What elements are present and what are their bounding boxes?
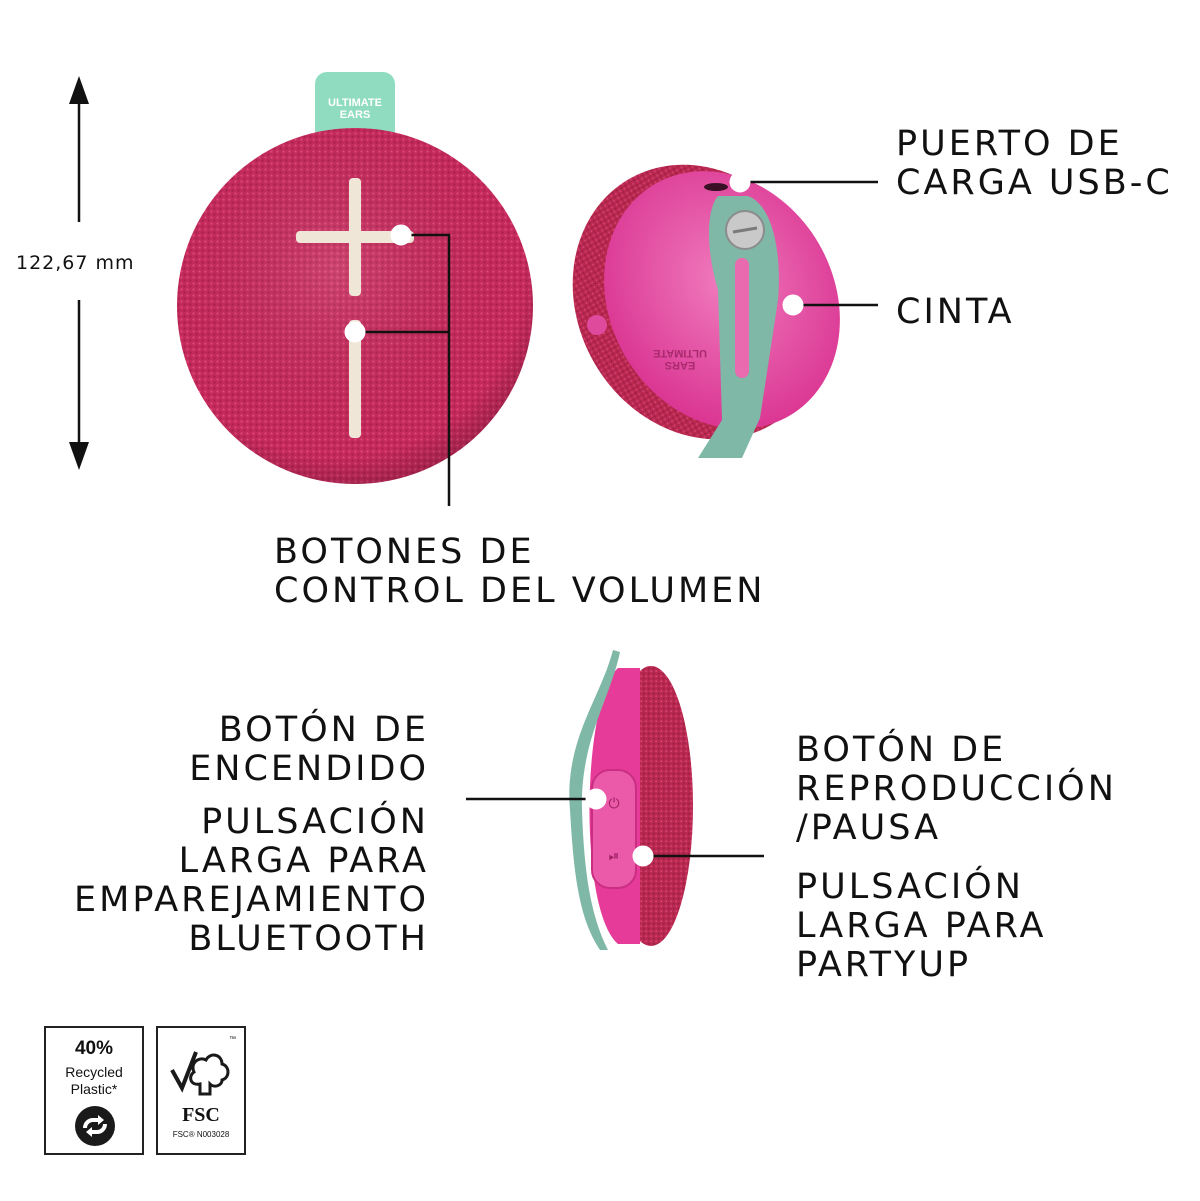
power-long-press-label: PULSACIÓN LARGA PARA EMPAREJAMIENTO BLUE… bbox=[74, 802, 429, 959]
svg-text:⏯: ⏯ bbox=[609, 849, 619, 864]
power-button-label: BOTÓN DE ENCENDIDO bbox=[189, 710, 429, 789]
height-dimension-label: 122,67 mm bbox=[16, 252, 135, 274]
recycle-icon bbox=[75, 1106, 115, 1146]
brand-tag-text-1: ULTIMATE bbox=[328, 97, 382, 109]
brand-tag bbox=[315, 72, 395, 142]
fsc-badge: ™ FSC FSC® N003028 bbox=[156, 1026, 246, 1155]
speaker-back-view: ULTIMATE EARS bbox=[572, 164, 840, 458]
usb-port-label: PUERTO DE CARGA USB-C bbox=[896, 124, 1173, 203]
recycled-line-1: Recycled bbox=[65, 1064, 123, 1080]
side-strap bbox=[569, 650, 620, 950]
brand-tag-text-2: EARS bbox=[340, 109, 371, 121]
strap-label: CINTA bbox=[896, 292, 1015, 332]
fsc-tree-icon bbox=[170, 1051, 230, 1096]
height-dimension-arrow bbox=[69, 76, 89, 470]
svg-text:EARS: EARS bbox=[665, 359, 696, 371]
usb-port bbox=[704, 183, 728, 191]
play-pause-label: BOTÓN DE REPRODUCCIÓN /PAUSA bbox=[796, 730, 1117, 848]
recycled-line-2: Plastic* bbox=[70, 1081, 118, 1097]
recycled-percent: 40% bbox=[74, 1038, 114, 1059]
speaker-side-view: ⏻ ⏯ bbox=[569, 650, 693, 950]
fsc-code: FSC® N003028 bbox=[172, 1130, 230, 1139]
volume-buttons-label: BOTONES DE CONTROL DEL VOLUMEN bbox=[274, 532, 766, 611]
side-button-panel bbox=[591, 769, 637, 889]
recycled-plastic-badge: 40% Recycled Plastic* bbox=[44, 1026, 144, 1155]
volume-callout-line bbox=[401, 233, 451, 506]
volume-down-button bbox=[349, 320, 361, 438]
callout-dots bbox=[344, 171, 804, 867]
svg-text:⏻: ⏻ bbox=[608, 796, 619, 812]
speaker-front-view: ULTIMATE EARS bbox=[177, 72, 533, 484]
svg-text:ULTIMATE: ULTIMATE bbox=[653, 347, 707, 359]
callout-lines bbox=[355, 180, 878, 858]
fsc-mark: FSC bbox=[182, 1104, 220, 1126]
play-long-press-label: PULSACIÓN LARGA PARA PARTYUP bbox=[796, 867, 1047, 985]
